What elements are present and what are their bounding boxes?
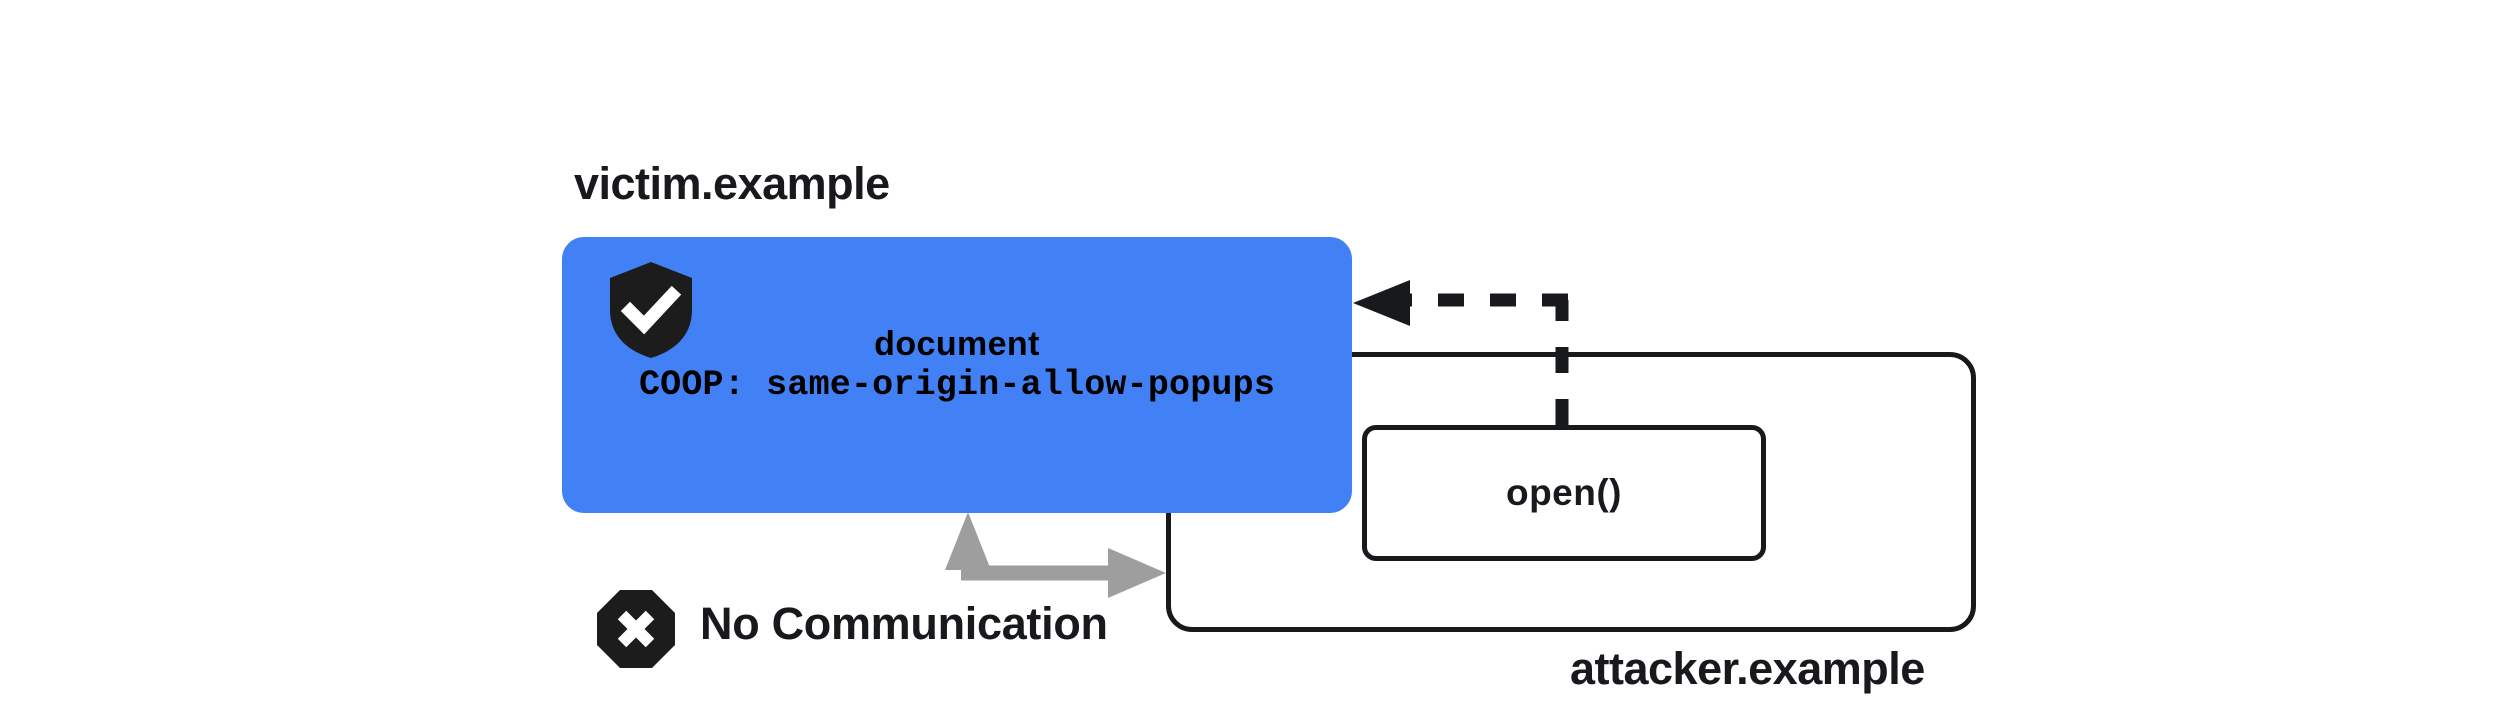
open-call-label: open() xyxy=(1505,472,1623,513)
attacker-origin-label: attacker.example xyxy=(1570,643,1925,694)
victim-document-box xyxy=(562,237,1352,513)
no-communication-arrow-elbow xyxy=(961,566,975,580)
coop-header-text: COOP: same-origin-allow-popups xyxy=(638,365,1276,405)
shield-check-icon xyxy=(610,262,692,358)
open-connector-arrowhead-left xyxy=(1353,280,1410,326)
open-call-box: open() xyxy=(1362,425,1766,561)
victim-origin-label: victim.example xyxy=(574,158,890,209)
no-communication-arrowhead-up xyxy=(945,512,991,570)
no-communication-arrow xyxy=(945,512,1166,598)
no-communication-arrowhead-right xyxy=(1108,548,1166,598)
document-label: document xyxy=(874,325,1040,363)
no-communication-label: No Communication xyxy=(700,598,1108,649)
x-octagon-icon xyxy=(597,590,675,668)
